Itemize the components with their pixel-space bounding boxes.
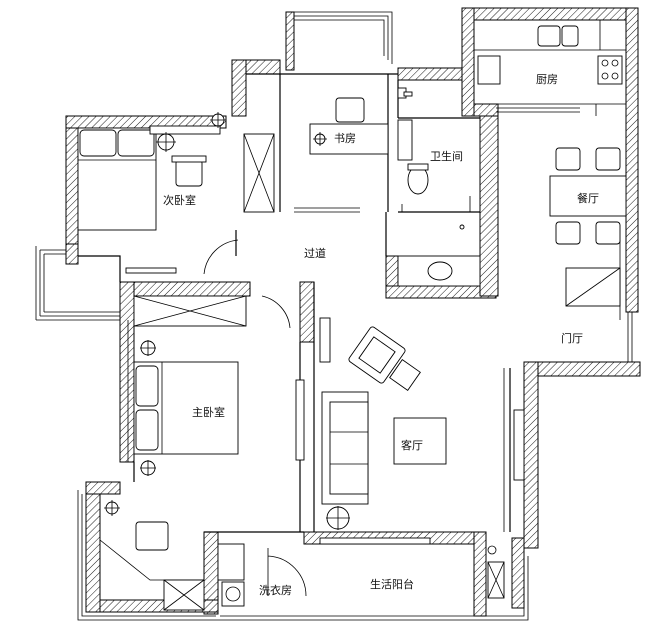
walls [35, 7, 641, 621]
chair-icon [175, 159, 203, 187]
label-bathroom: 卫生间 [430, 149, 463, 163]
lamp-icon [210, 112, 226, 128]
lamp-icon [104, 500, 120, 516]
washer-icon [397, 119, 413, 161]
label-utility-balcony: 生活阳台 [370, 577, 414, 591]
label-study: 书房 [334, 132, 356, 145]
lamp-icon [326, 506, 350, 530]
label-living-room: 客厅 [401, 438, 423, 452]
chair-icon [135, 521, 169, 551]
sofa [321, 391, 369, 505]
label-master-bedroom: 主卧室 [192, 405, 225, 419]
stove-icon [597, 55, 623, 85]
label-foyer: 门厅 [561, 331, 583, 345]
lamp-icon [156, 132, 176, 152]
interior-lines [78, 20, 626, 611]
chair-icon [335, 97, 365, 123]
lamp-icon [140, 460, 156, 476]
master-bed [133, 361, 239, 455]
label-corridor: 过道 [304, 246, 326, 260]
second-bedroom-bed [77, 127, 157, 231]
armchair-icon [348, 326, 406, 384]
sink-icon [537, 25, 561, 47]
fridge-icon [477, 55, 501, 85]
furniture [77, 25, 627, 607]
room-labels: 厨房 书房 次卧室 卫生间 餐厅 过道 门厅 主卧室 客厅 洗衣房 生活阳台 [163, 73, 599, 597]
label-kitchen: 厨房 [536, 73, 558, 86]
dining-table [549, 147, 627, 245]
washer-icon [221, 581, 245, 607]
label-second-bedroom: 次卧室 [163, 193, 196, 207]
coffee-table [393, 417, 447, 465]
lamp-icon [140, 340, 156, 356]
label-laundry: 洗衣房 [259, 583, 292, 597]
sink-icon [427, 261, 453, 281]
label-dining: 餐厅 [577, 191, 599, 205]
